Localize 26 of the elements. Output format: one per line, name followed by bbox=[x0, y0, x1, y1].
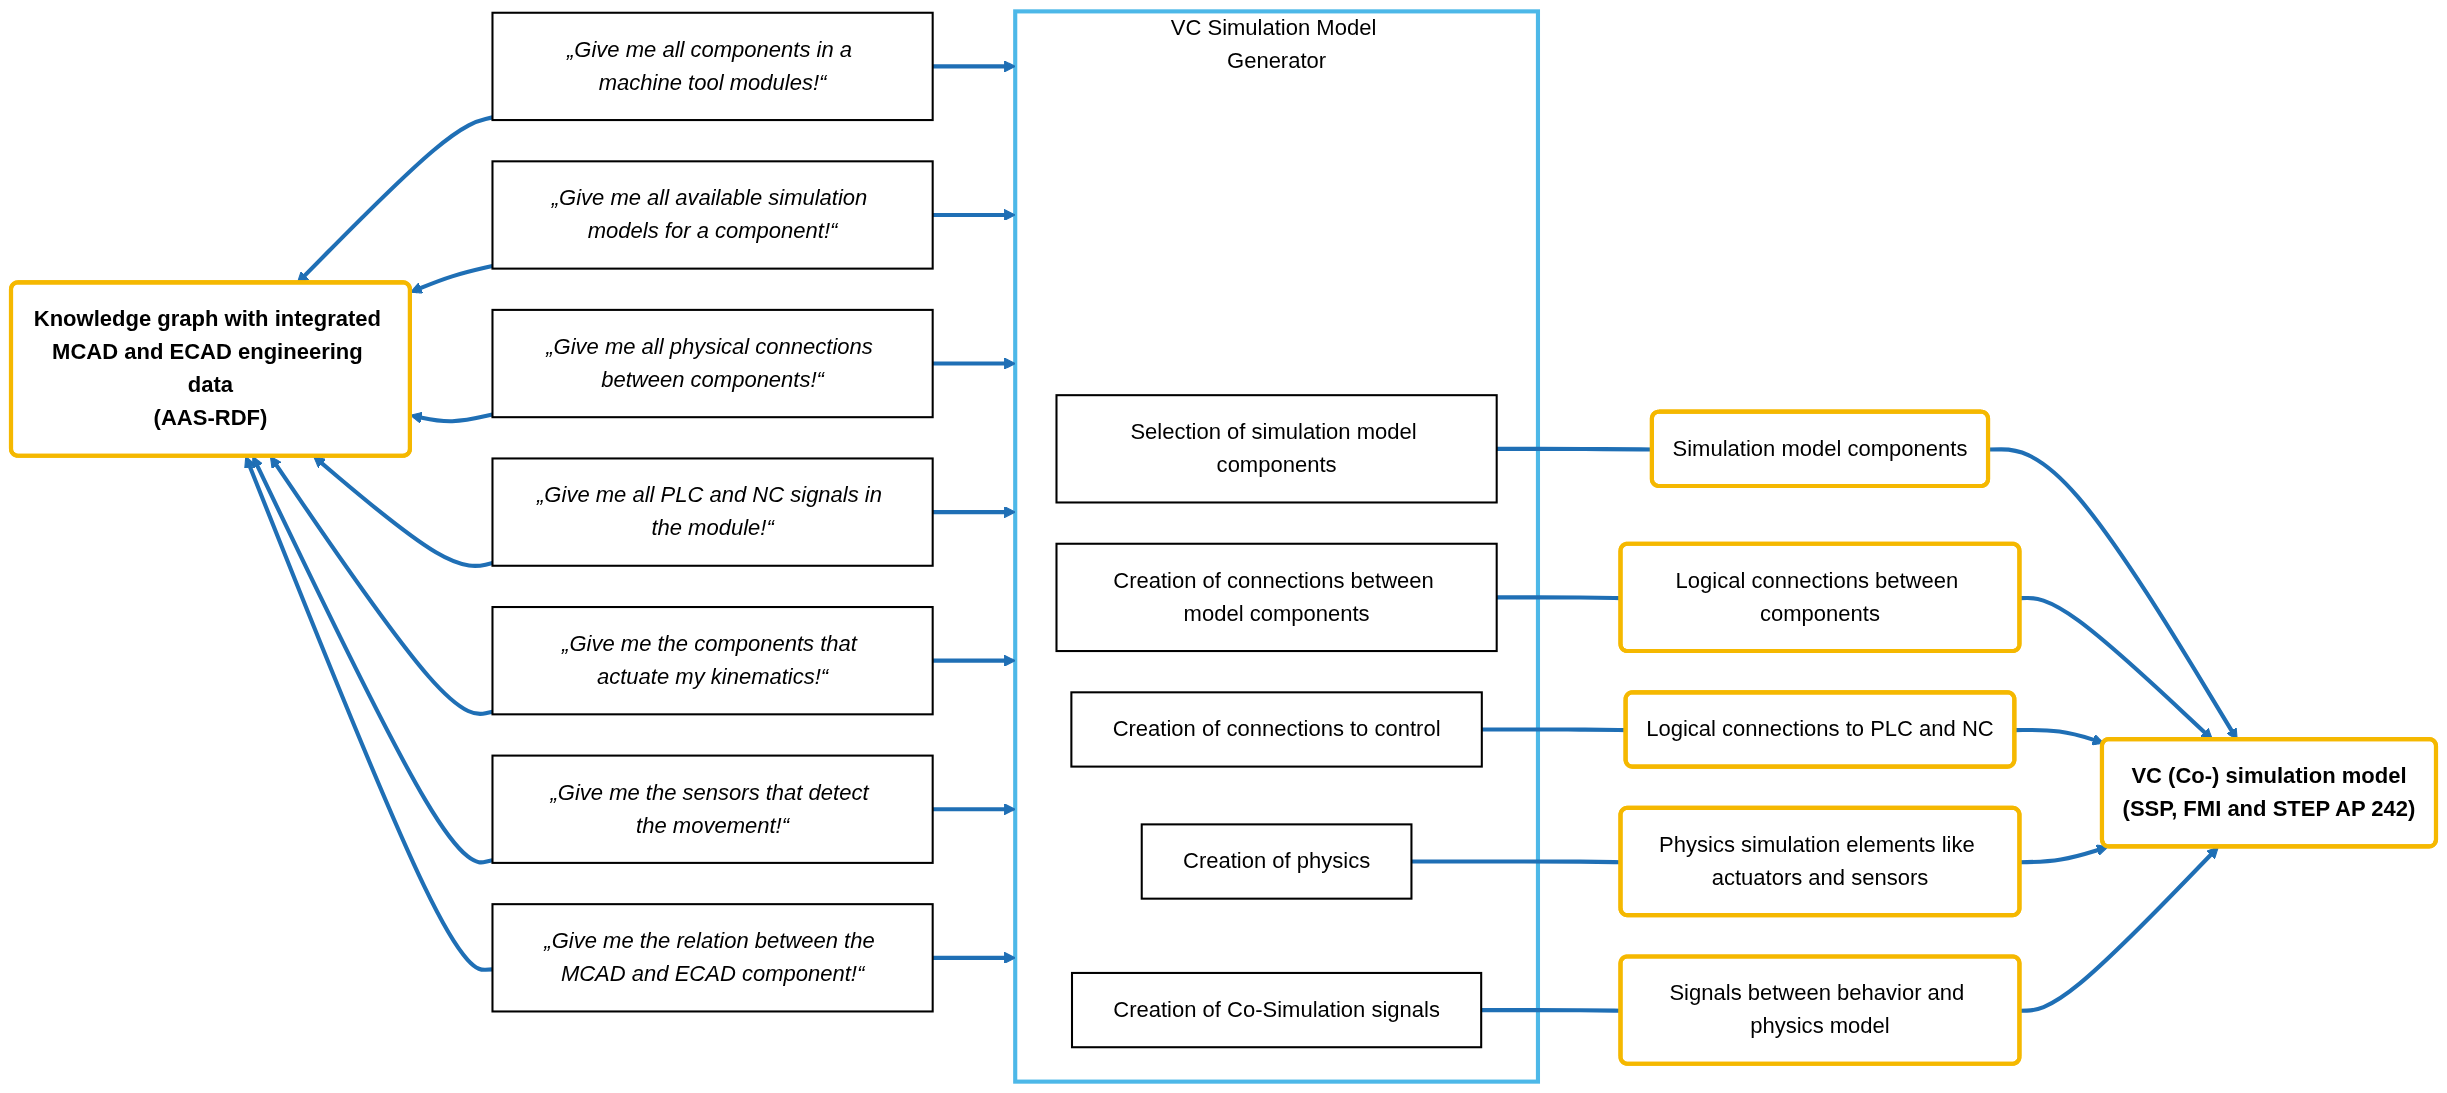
node-box: „Give me the sensors that detect the movement!“ bbox=[491, 754, 934, 864]
arrow bbox=[410, 411, 493, 424]
connector bbox=[1496, 446, 1653, 452]
node-box: „Give me the components that actuate my kinematics!“ bbox=[491, 606, 934, 716]
arrow bbox=[2020, 846, 2219, 1013]
arrow bbox=[2015, 727, 2105, 746]
node-box: „Give me all physical connections between components!“ bbox=[491, 308, 934, 419]
node-box: Creation of connections to control bbox=[1070, 691, 1483, 768]
node-box: „Give me the relation between the MCAD and ECAD component!“ bbox=[491, 903, 934, 1013]
node-box: Selection of simulation model components bbox=[1055, 394, 1498, 504]
node-box: Creation of connections between model components bbox=[1055, 542, 1498, 653]
arrow bbox=[410, 263, 493, 294]
node-box: Creation of physics bbox=[1140, 823, 1413, 900]
connector bbox=[1481, 727, 1627, 733]
node-box: „Give me all available simulation models for a component!“ bbox=[491, 160, 934, 270]
arrow bbox=[932, 654, 1016, 667]
arrow bbox=[932, 357, 1016, 370]
arrow bbox=[932, 208, 1016, 221]
node-box: „Give me all components in a machine tool modules!“ bbox=[491, 11, 934, 122]
arrow bbox=[932, 951, 1016, 964]
arrow bbox=[932, 60, 1016, 73]
node-box: „Give me all PLC and NC signals in the module!“ bbox=[491, 457, 934, 567]
arrow bbox=[2020, 844, 2109, 865]
node-box: Creation of Co-Simulation signals bbox=[1070, 971, 1483, 1049]
arrow bbox=[932, 803, 1016, 816]
arrow bbox=[932, 506, 1016, 519]
